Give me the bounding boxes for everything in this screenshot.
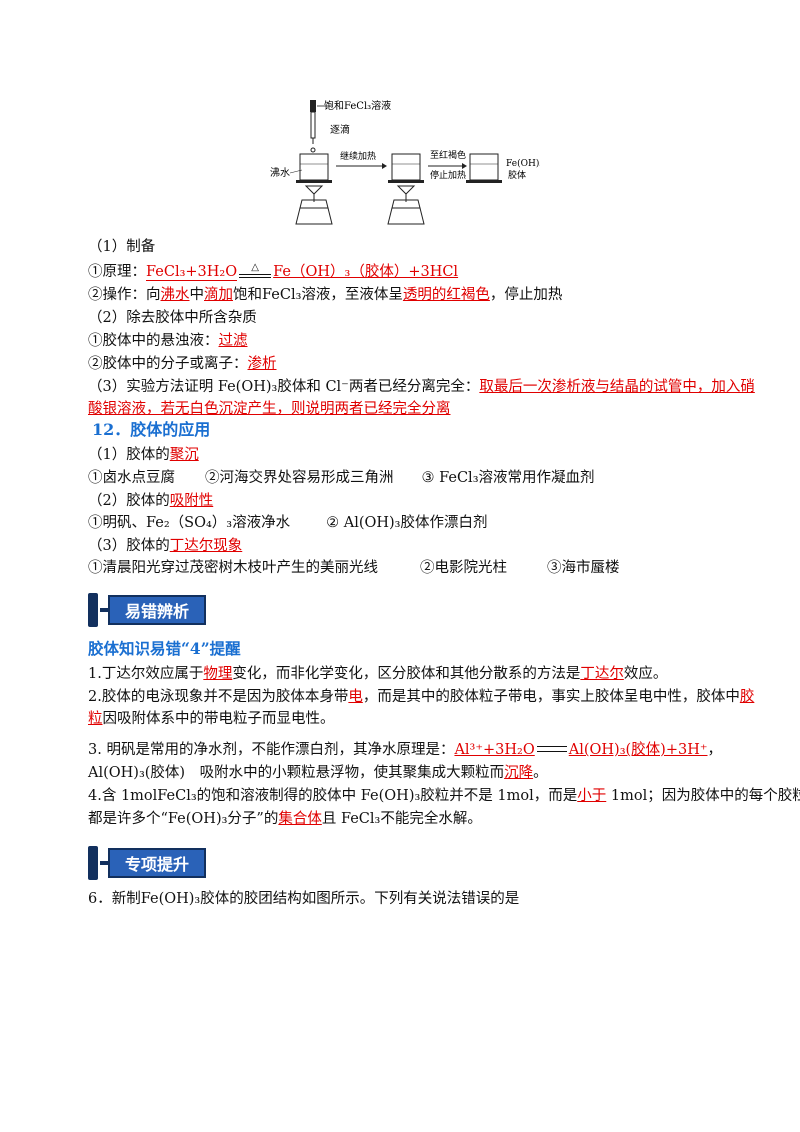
label-product: Fe(OH)₃: [506, 158, 540, 169]
separation-check: （3）实验方法证明 Fe(OH)₃胶体和 Cl⁻两者已经分离完全：取最后一次渗析…: [88, 379, 755, 395]
impurity-title: （2）除去胶体中所含杂质: [88, 310, 257, 326]
label-until-red-brown: 至红褐色: [430, 149, 466, 161]
label-colloid: 胶体: [508, 169, 526, 181]
mistakes-heading: 胶体知识易错“4”提醒: [88, 639, 241, 658]
mistake-4: 4.含 1molFeCl₃的饱和溶液制得的胶体中 Fe(OH)₃胶粒并不是 1m…: [88, 788, 800, 804]
label-stop-heating: 停止加热: [430, 169, 466, 181]
section-heading: 12．胶体的应用: [92, 420, 211, 439]
impurity-suspension: ①胶体中的悬浊液：过滤: [88, 333, 248, 349]
mistake-2-cont: 粒因吸附体系中的带电粒子而显电性。: [88, 711, 335, 727]
colloid-preparation-diagram: 饱和FeCl₃溶液 逐滴 沸水 继续加热 至红褐色 停止加热 Fe(OH)₃: [270, 99, 540, 225]
label-dropwise: 逐滴: [330, 123, 350, 136]
reversible-arrow-icon: [535, 743, 569, 757]
label-fecl3-solution: 饱和FeCl₃溶液: [324, 99, 391, 112]
separation-check-cont: 酸银溶液，若无白色沉淀产生，则说明两者已经完全分离: [88, 401, 451, 417]
dropper-icon: [310, 100, 316, 153]
label-continue-heating: 继续加热: [340, 150, 376, 162]
mistake-1: 1.丁达尔效应属于物理变化，而非化学变化，区分胶体和其他分散系的方法是丁达尔效应…: [88, 666, 668, 682]
beaker-icon: [388, 153, 424, 183]
label-boiling-water: 沸水: [270, 166, 290, 179]
coagulation-title: （1）胶体的聚沉: [88, 447, 199, 463]
mistake-3-cont: Al(OH)₃(胶体) 吸附水中的小颗粒悬浮物，使其聚集成大颗粒而沉降。: [88, 765, 548, 781]
prep-principle: ①原理：FeCl₃+3H₂O△Fe（OH）₃（胶体）+3HCl: [88, 262, 459, 281]
banner-special-practice: 专项提升: [88, 846, 210, 880]
beaker-icon: [296, 153, 332, 183]
alcohol-lamp-icon: [387, 185, 425, 225]
question-6: 6．新制Fe(OH)₃胶体的胶团结构如图所示。下列有关说法错误的是: [88, 891, 520, 907]
impurity-molecules: ②胶体中的分子或离子：渗析: [88, 356, 277, 372]
prep-title: （1）制备: [88, 239, 156, 255]
adsorption-title: （2）胶体的吸附性: [88, 493, 214, 509]
mistake-2: 2.胶体的电泳现象并不是因为胶体本身带电，而是其中的胶体粒子带电，事实上胶体呈电…: [88, 689, 755, 705]
banner-common-mistakes: 易错辨析: [88, 593, 210, 627]
alcohol-lamp-icon: [295, 185, 333, 225]
mistake-4-cont: 都是许多个“Fe(OH)₃分子”的集合体且 FeCl₃不能完全水解。: [88, 811, 482, 827]
prep-operation: ②操作：向沸水中滴加饱和FeCl₃溶液，至液体呈透明的红褐色，停止加热: [88, 287, 563, 303]
beaker-icon: [466, 153, 502, 183]
tyndall-title: （3）胶体的丁达尔现象: [88, 538, 243, 554]
